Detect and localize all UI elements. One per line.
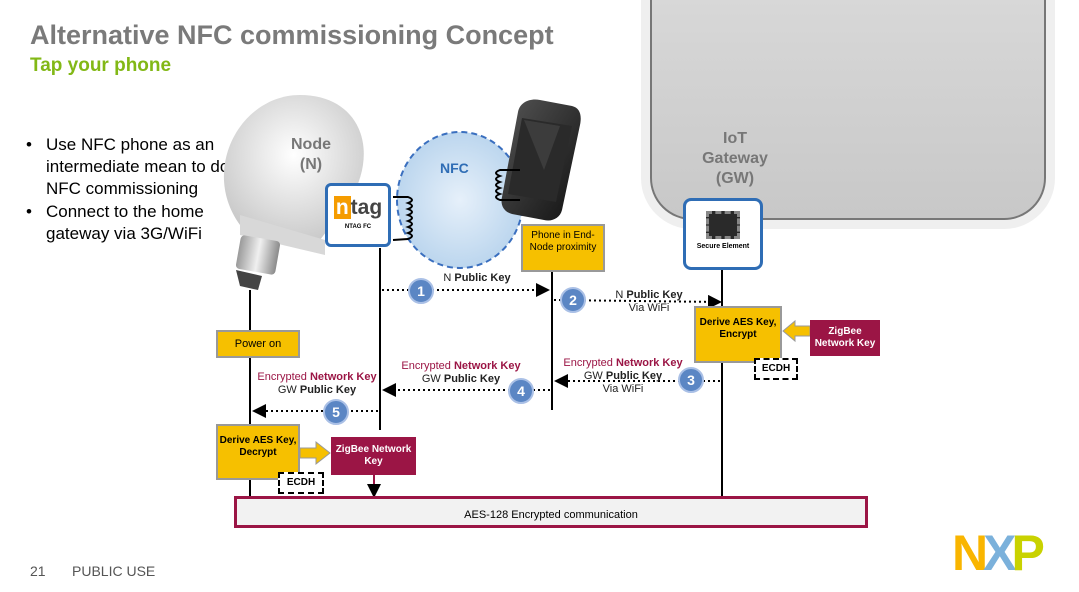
gateway-label: IoT Gateway (GW): [702, 130, 768, 187]
ecdh-node-box: ECDH: [278, 472, 324, 494]
node-label: Node (N): [291, 136, 331, 173]
zigbee-gw-box: ZigBee Network Key: [810, 320, 880, 356]
page-number: 21: [30, 563, 46, 579]
message-1-label: N Public Key: [443, 272, 511, 284]
bullet-item: •Use NFC phone as an intermediate mean t…: [26, 135, 230, 198]
message-3-label: Encrypted Network Key GW Public Key Via …: [563, 357, 683, 395]
classification-label: PUBLIC USE: [72, 563, 156, 579]
message-4-label: Encrypted Network Key GW Public Key: [401, 360, 521, 385]
ntag-chip: ntag NTAG FC: [325, 183, 391, 247]
power-on-box: Power on: [216, 330, 300, 358]
secure-element: Secure Element: [683, 198, 763, 270]
smartphone-icon: [501, 99, 581, 221]
gateway-panel: [650, 0, 1046, 220]
message-5-label: Encrypted Network Key GW Public Key: [257, 371, 377, 396]
page-title: Alternative NFC commissioning Concept: [30, 20, 554, 50]
step-4-badge: 4: [508, 378, 534, 404]
page-subtitle: Tap your phone: [30, 55, 172, 76]
message-2-label: N Public Key Via WiFi: [615, 289, 683, 314]
derive-node-box: Derive AES Key, Decrypt: [216, 424, 300, 480]
chip-icon: [706, 211, 740, 239]
coil-ntag: [392, 196, 413, 241]
step-2-badge: 2: [560, 287, 586, 313]
ntag-logo: ntag: [333, 196, 383, 219]
step-3-badge: 3: [678, 367, 704, 393]
phone-proximity-box: Phone in End-Node proximity: [521, 224, 605, 272]
step-1-badge: 1: [408, 278, 434, 304]
nfc-label: NFC: [440, 160, 469, 176]
coil-phone: [495, 169, 520, 201]
zigbee-node-box: ZigBee Network Key: [331, 437, 416, 475]
step-5-badge: 5: [323, 399, 349, 425]
derive-gw-box: Derive AES Key, Encrypt: [694, 306, 782, 363]
ecdh-gw-box: ECDH: [754, 358, 798, 380]
nxp-logo: NXP: [952, 525, 1045, 581]
bullet-list: •Use NFC phone as an intermediate mean t…: [26, 134, 236, 246]
bullet-item: •Connect to the home gateway via 3G/WiFi: [26, 202, 204, 243]
aes-communication-bar: AES-128 Encrypted communication: [234, 496, 868, 528]
